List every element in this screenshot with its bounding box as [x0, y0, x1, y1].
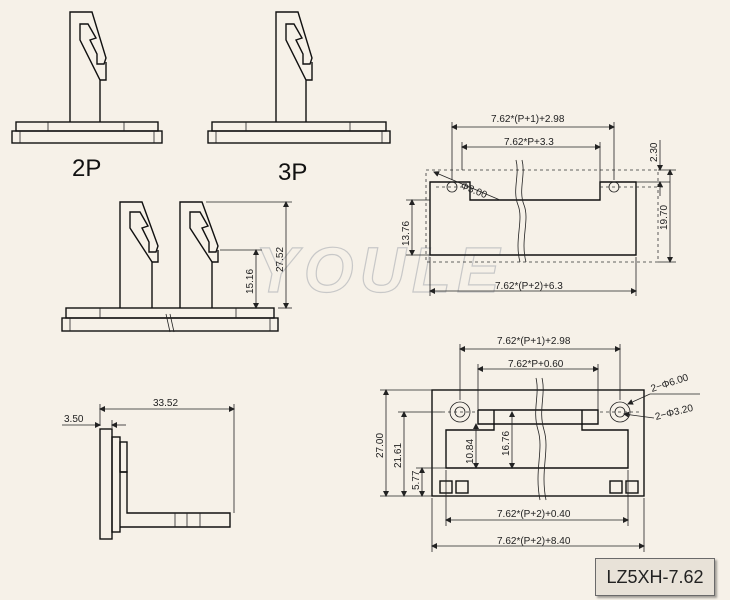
dim-top-b: 7.62*P+3.3	[461, 137, 601, 182]
label-2p: 2P	[72, 155, 101, 182]
dim-phi-6-00: 2−Φ6.00	[627, 372, 700, 405]
svg-text:7.62*(P+1)+2.98: 7.62*(P+1)+2.98	[491, 114, 565, 125]
svg-text:3.50: 3.50	[64, 414, 84, 425]
watermark: YOULE	[255, 234, 505, 306]
svg-text:33.52: 33.52	[153, 398, 178, 409]
svg-text:21.61: 21.61	[393, 443, 404, 468]
svg-text:10.84: 10.84	[465, 439, 476, 464]
svg-text:2.30: 2.30	[649, 142, 660, 162]
dim-bot-d: 7.62*(P+2)+8.40	[431, 498, 645, 552]
model-label: LZ5XH-7.62	[595, 558, 715, 596]
dim-13-76: 13.76	[401, 199, 430, 256]
svg-text:7.62*(P+2)+0.40: 7.62*(P+2)+0.40	[497, 509, 571, 520]
dim-15-16: 15.16	[220, 249, 262, 309]
dim-5-77: 5.77	[411, 467, 446, 497]
svg-text:27.00: 27.00	[375, 433, 386, 458]
svg-text:15.16: 15.16	[245, 269, 256, 294]
connector-p-side-view	[61, 201, 279, 333]
dim-3-50: 3.50	[62, 414, 126, 428]
dim-top-c: 7.62*(P+2)+6.3	[429, 257, 637, 296]
dim-10-84: 10.84	[465, 423, 479, 469]
dim-19-70: 19.70	[658, 169, 676, 263]
connector-2p-side-view	[11, 11, 163, 144]
dim-phi-3-20: 2−Φ3.20	[623, 403, 695, 423]
svg-text:13.76: 13.76	[401, 221, 412, 246]
dim-bot-c: 7.62*(P+2)+0.40	[445, 470, 629, 526]
dim-bot-a: 7.62*(P+1)+2.98	[459, 336, 621, 400]
svg-text:7.62*(P+1)+2.98: 7.62*(P+1)+2.98	[497, 336, 571, 347]
svg-text:Φ3.00: Φ3.00	[459, 181, 489, 202]
pcb-layout-bottom	[431, 377, 645, 501]
svg-text:7.62*(P+2)+8.40: 7.62*(P+2)+8.40	[497, 536, 571, 547]
connector-end-view	[99, 428, 231, 540]
svg-text:2−Φ6.00: 2−Φ6.00	[650, 372, 691, 395]
svg-text:2−Φ3.20: 2−Φ3.20	[654, 403, 695, 423]
dim-21-61: 21.61	[393, 411, 442, 497]
svg-text:27.52: 27.52	[275, 247, 286, 272]
dim-top-a: 7.62*(P+1)+2.98	[451, 114, 615, 180]
svg-text:7.62*P+3.3: 7.62*P+3.3	[504, 137, 554, 148]
svg-text:5.77: 5.77	[411, 470, 422, 490]
dim-bot-b: 7.62*P+0.60	[477, 359, 599, 410]
dim-16-76: 16.76	[501, 411, 515, 469]
dim-27-52: 27.52	[206, 201, 292, 309]
svg-text:7.62*P+0.60: 7.62*P+0.60	[508, 359, 564, 370]
dim-2-30: 2.30	[636, 140, 670, 196]
label-3p: 3P	[278, 159, 307, 186]
svg-text:19.70: 19.70	[659, 205, 670, 230]
svg-text:16.76: 16.76	[501, 431, 512, 456]
connector-3p-side-view	[207, 11, 391, 144]
svg-text:7.62*(P+2)+6.3: 7.62*(P+2)+6.3	[495, 281, 563, 292]
